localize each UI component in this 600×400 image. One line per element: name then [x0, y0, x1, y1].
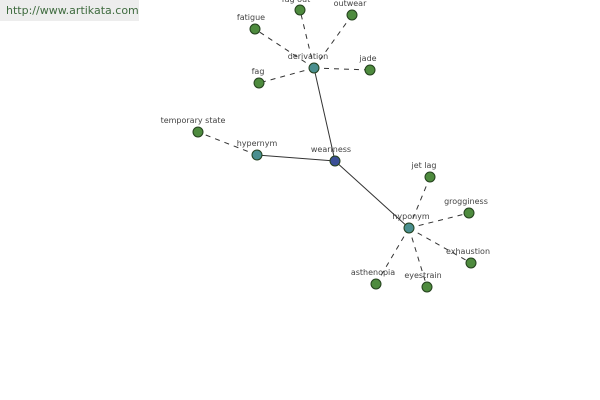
node-jade[interactable]: [364, 64, 376, 76]
node-label-fag-out: fag out: [282, 0, 310, 4]
edge-derivation-outwear: [313, 14, 353, 69]
node-label-grogginess: grogginess: [444, 197, 488, 206]
node-eyestrain[interactable]: [421, 281, 433, 293]
node-fag-out[interactable]: [294, 4, 306, 16]
graph-labels: weariness derivation hypernym hyponym fag ou…: [161, 0, 490, 280]
graph-edges: [197, 9, 472, 288]
node-label-eyestrain: eyestrain: [404, 271, 441, 280]
watermark-text: http://www.artikata.com: [6, 4, 139, 17]
node-label-jet-lag: jet lag: [410, 161, 436, 170]
node-jet-lag[interactable]: [424, 171, 436, 183]
edge-weariness-hyponym: [334, 160, 410, 229]
node-temporary-state[interactable]: [192, 126, 204, 138]
watermark-banner: http://www.artikata.com: [0, 0, 139, 21]
node-label-weariness: weariness: [311, 145, 351, 154]
node-label-hyponym: hyponym: [392, 212, 430, 221]
edge-hyponym-asthenopia: [375, 227, 410, 285]
node-label-derivation: derivation: [288, 52, 328, 61]
node-hyponym[interactable]: [403, 222, 415, 234]
node-label-temporary-state: temporary state: [161, 116, 226, 125]
edge-derivation-jade: [313, 67, 371, 71]
edge-weariness-hypernym: [256, 154, 336, 162]
edge-derivation-fatigue: [254, 28, 315, 69]
node-hypernym[interactable]: [251, 149, 263, 161]
edge-derivation-fag: [258, 67, 315, 84]
node-label-outwear: outwear: [334, 0, 367, 8]
edge-hyponym-eyestrain: [408, 227, 428, 288]
edge-hyponym-exhaustion: [408, 227, 472, 264]
node-label-jade: jade: [358, 54, 376, 63]
edge-hyponym-grogginess: [408, 212, 470, 229]
edge-hypernym-temporary-state: [197, 131, 258, 156]
node-label-exhaustion: exhaustion: [446, 247, 490, 256]
graph-nodes: [192, 4, 477, 293]
node-weariness[interactable]: [329, 155, 341, 167]
node-fag[interactable]: [253, 77, 265, 89]
node-outwear[interactable]: [346, 9, 358, 21]
node-derivation[interactable]: [308, 62, 320, 74]
node-label-hypernym: hypernym: [237, 139, 278, 148]
edge-weariness-derivation: [313, 67, 336, 162]
node-grogginess[interactable]: [463, 207, 475, 219]
node-fatigue[interactable]: [249, 23, 261, 35]
node-label-fatigue: fatigue: [237, 13, 265, 22]
node-asthenopia[interactable]: [370, 278, 382, 290]
node-label-fag: fag: [252, 67, 265, 76]
node-exhaustion[interactable]: [465, 257, 477, 269]
node-label-asthenopia: asthenopia: [351, 268, 395, 277]
